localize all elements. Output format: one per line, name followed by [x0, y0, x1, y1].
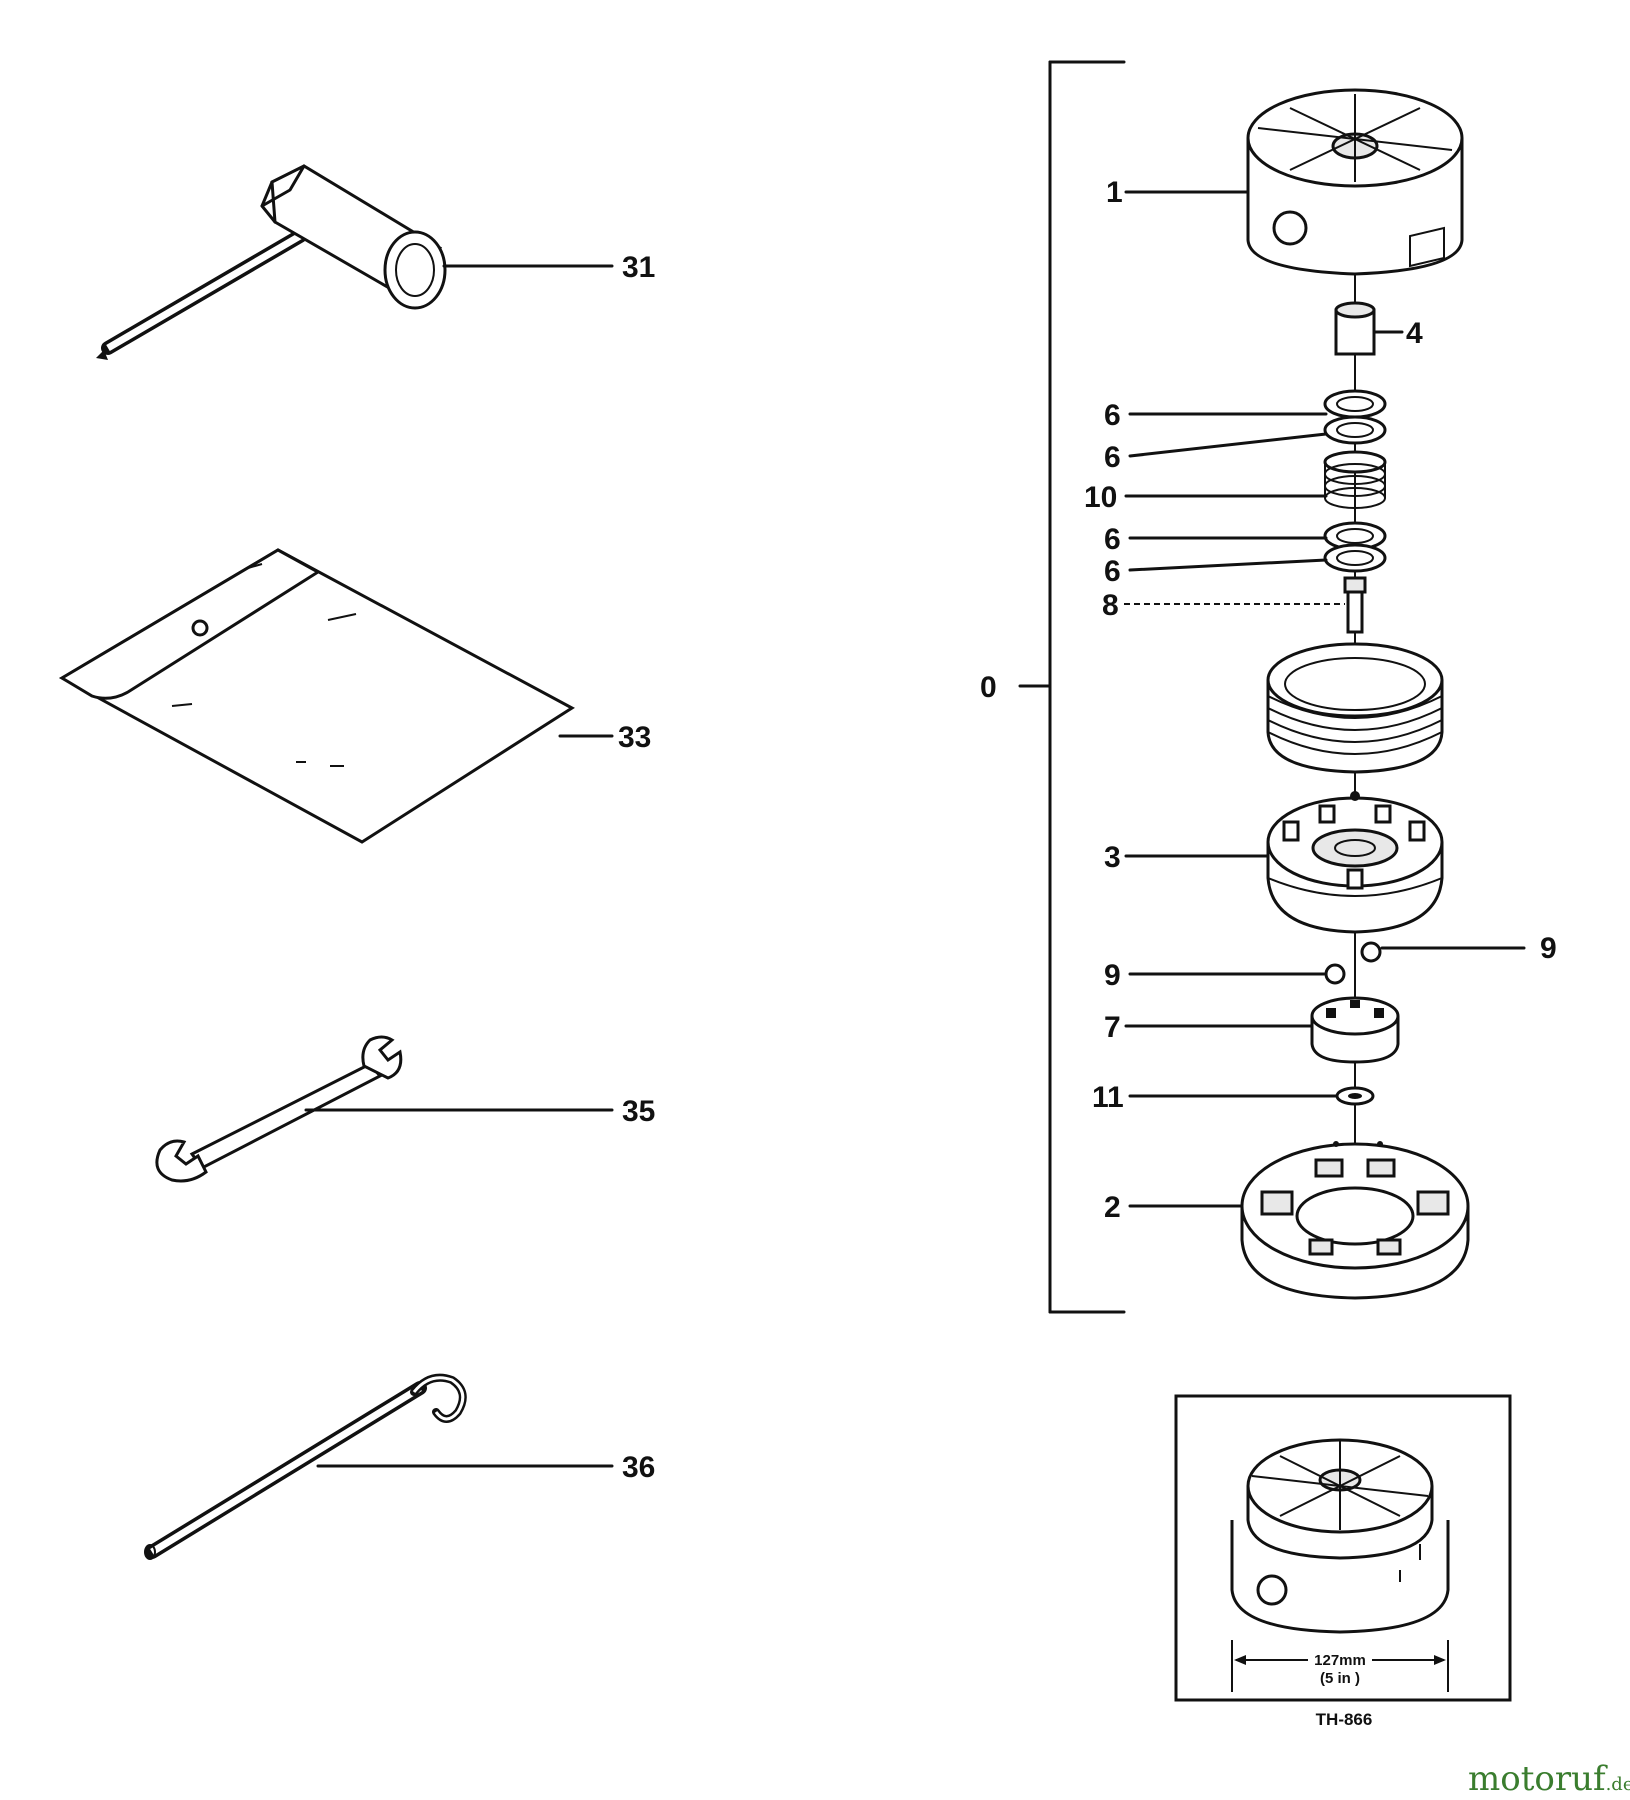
model-code: TH-866: [1316, 1710, 1373, 1729]
callout-35: 35: [622, 1095, 655, 1128]
callout-11: 11: [1092, 1081, 1124, 1114]
spring-illustration: [1323, 450, 1387, 509]
upper-washers-illustration: [1323, 389, 1387, 445]
lower-washers-illustration: [1323, 521, 1387, 573]
washer-illustration: [1335, 1086, 1375, 1106]
callout-6b: 6: [1104, 441, 1121, 474]
dimension-imperial: (5 in ): [1320, 1670, 1360, 1687]
dimension-metric: 127mm: [1314, 1652, 1366, 1669]
housing-base-illustration: [1240, 1141, 1470, 1300]
ratchet-hub-illustration: [1310, 996, 1400, 1064]
nut-illustration: [1334, 301, 1376, 356]
socket-wrench-illustration: [96, 164, 447, 360]
brand-watermark: motoruf.de: [1468, 1759, 1630, 1799]
callout-line-6b: [1128, 432, 1328, 458]
callout-0: 0: [980, 671, 997, 704]
callout-4: 4: [1406, 317, 1423, 350]
callout-31: 31: [622, 251, 655, 284]
callout-7: 7: [1104, 1011, 1121, 1044]
callout-33: 33: [618, 721, 651, 754]
callout-6d: 6: [1104, 555, 1121, 588]
callout-6c: 6: [1104, 523, 1121, 556]
callout-line-6d: [1128, 558, 1328, 572]
callout-1: 1: [1106, 176, 1123, 209]
callout-8: 8: [1102, 589, 1119, 622]
spool-base-illustration: [1266, 791, 1444, 934]
callout-9a: 9: [1540, 932, 1557, 965]
bolt-illustration: [1343, 576, 1367, 634]
cover-cap-illustration: [1246, 88, 1464, 276]
callout-3: 3: [1104, 841, 1121, 874]
callout-10: 10: [1084, 481, 1117, 514]
callout-36: 36: [622, 1451, 655, 1484]
ball-illustration: [1324, 941, 1382, 985]
open-end-wrench-illustration: [155, 1035, 403, 1183]
callout-2: 2: [1104, 1191, 1121, 1224]
callout-6a: 6: [1104, 399, 1121, 432]
line-spool-illustration: [1266, 642, 1444, 774]
callout-9b: 9: [1104, 959, 1121, 992]
assembly-bracket: [1018, 60, 1126, 1314]
hook-tool-illustration: [144, 1373, 467, 1560]
assembled-head-inset: [1174, 1394, 1512, 1702]
document-pouch-illustration: [58, 548, 575, 844]
